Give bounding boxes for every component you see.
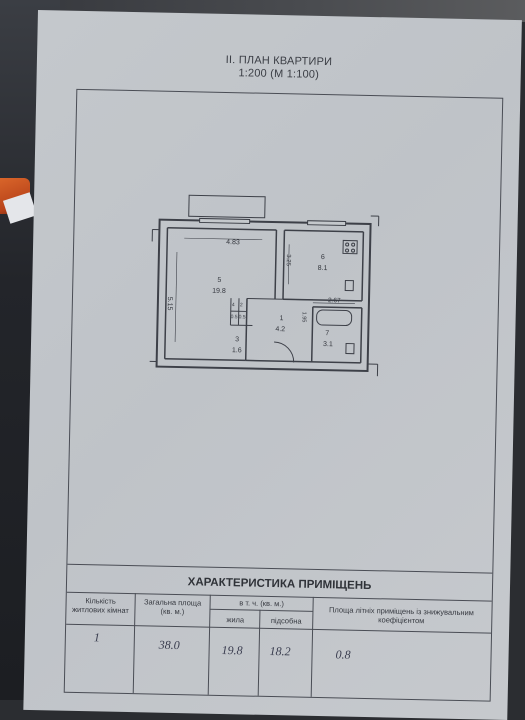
room-number: 2 — [240, 302, 243, 308]
bathtub-icon — [316, 310, 351, 326]
header-total-area: Загальна площа (кв. м.) — [138, 597, 206, 616]
room-area: 0.5 — [239, 314, 246, 320]
dim-width-top: 4.83 — [226, 239, 240, 246]
dim-small: 1.95 — [301, 312, 307, 323]
header-living: жила — [212, 615, 258, 625]
balcony — [189, 195, 265, 218]
dim-height-left: 5.15 — [166, 297, 173, 311]
room-area: 1.6 — [232, 347, 242, 354]
room-area: 19.8 — [212, 288, 226, 295]
value-auxiliary: 18.2 — [269, 644, 290, 659]
header-rooms: Кількість житлових кімнат — [68, 596, 132, 615]
washbasin-icon — [346, 344, 354, 354]
dim-corridor: 2.67 — [328, 297, 341, 304]
value-rooms: 1 — [94, 630, 100, 645]
document-page: II. ПЛАН КВАРТИРИ 1:200 (М 1:100) — [23, 10, 522, 720]
header-auxiliary: підсобна — [262, 616, 310, 626]
sink-icon — [345, 280, 353, 290]
stove-icon — [343, 240, 357, 253]
outer-wall — [157, 220, 371, 371]
header-summer-area: Площа літніх приміщень із знижувальним к… — [316, 605, 486, 627]
header-including: в т. ч. (кв. м.) — [213, 598, 311, 609]
value-total-area: 38.0 — [159, 638, 180, 653]
room-area: 3.1 — [323, 341, 333, 348]
room-number: 1 — [280, 315, 284, 322]
room-area: 4.2 — [275, 326, 285, 333]
characteristics-table: ХАРАКТЕРИСТИКА ПРИМІЩЕНЬ Кількість житло… — [65, 564, 493, 701]
room-number: 6 — [321, 254, 325, 261]
room-number: 5 — [217, 277, 221, 284]
table-title: ХАРАКТЕРИСТИКА ПРИМІЩЕНЬ — [67, 574, 492, 595]
dim-right-vertical: 3.25 — [285, 254, 291, 266]
value-living: 19.8 — [221, 643, 242, 658]
room-area: 0.5 — [231, 314, 238, 320]
room-number: 4 — [232, 302, 235, 308]
plan-frame: 4.83 5.15 3.25 2.67 1.95 5 19.8 6 8.1 1 … — [64, 89, 504, 702]
room-number: 7 — [325, 330, 329, 337]
value-summer-area: 0.8 — [335, 647, 350, 662]
room-number: 3 — [235, 336, 239, 343]
room-area: 8.1 — [318, 265, 328, 272]
floor-plan: 4.83 5.15 3.25 2.67 1.95 5 19.8 6 8.1 1 … — [67, 90, 502, 599]
